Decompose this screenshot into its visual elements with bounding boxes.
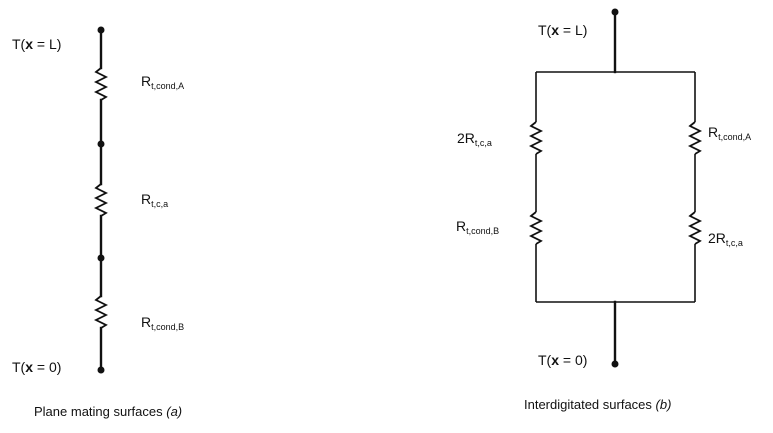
label-a-resistor-cond-A: Rt,cond,A — [141, 73, 184, 91]
resistor-b-right-contact — [687, 211, 703, 245]
node-a-bottom — [97, 366, 105, 374]
label-b-right-cond-A: Rt,cond,A — [708, 124, 751, 142]
label-b-left-contact: 2Rt,c,a — [457, 130, 492, 148]
caption-b: Interdigitated surfaces (b) — [524, 397, 671, 412]
label-b-left-cond-B: Rt,cond,B — [456, 218, 499, 236]
label-a-bottom-temperature: T(x = 0) — [12, 359, 61, 375]
caption-a: Plane mating surfaces (a) — [34, 404, 182, 419]
resistor-b-left-contact — [528, 121, 544, 155]
node-b-top — [611, 8, 619, 16]
label-b-top-temperature: T(x = L) — [538, 22, 587, 38]
label-a-top-temperature: T(x = L) — [12, 36, 61, 52]
label-b-bottom-temperature: T(x = 0) — [538, 352, 587, 368]
resistor-a-cond-B — [93, 295, 109, 329]
resistor-a-cond-A — [93, 67, 109, 101]
node-a-mid-1 — [97, 140, 105, 148]
label-a-resistor-cond-B: Rt,cond,B — [141, 314, 184, 332]
resistor-a-contact — [93, 183, 109, 217]
label-b-right-contact: 2Rt,c,a — [708, 230, 743, 248]
resistor-b-left-cond-B — [528, 211, 544, 245]
node-b-bottom — [611, 360, 619, 368]
node-a-mid-2 — [97, 254, 105, 262]
series-circuit-a: T(x = L) Rt,cond,A Rt,c,a Rt,cond,B T(x … — [12, 26, 184, 419]
parallel-circuit-b: T(x = L) 2Rt,c,a Rt,cond,B Rt,cond,A 2Rt… — [456, 8, 751, 412]
resistor-b-right-cond-A — [687, 121, 703, 155]
label-a-resistor-contact: Rt,c,a — [141, 191, 168, 209]
node-a-top — [97, 26, 105, 34]
